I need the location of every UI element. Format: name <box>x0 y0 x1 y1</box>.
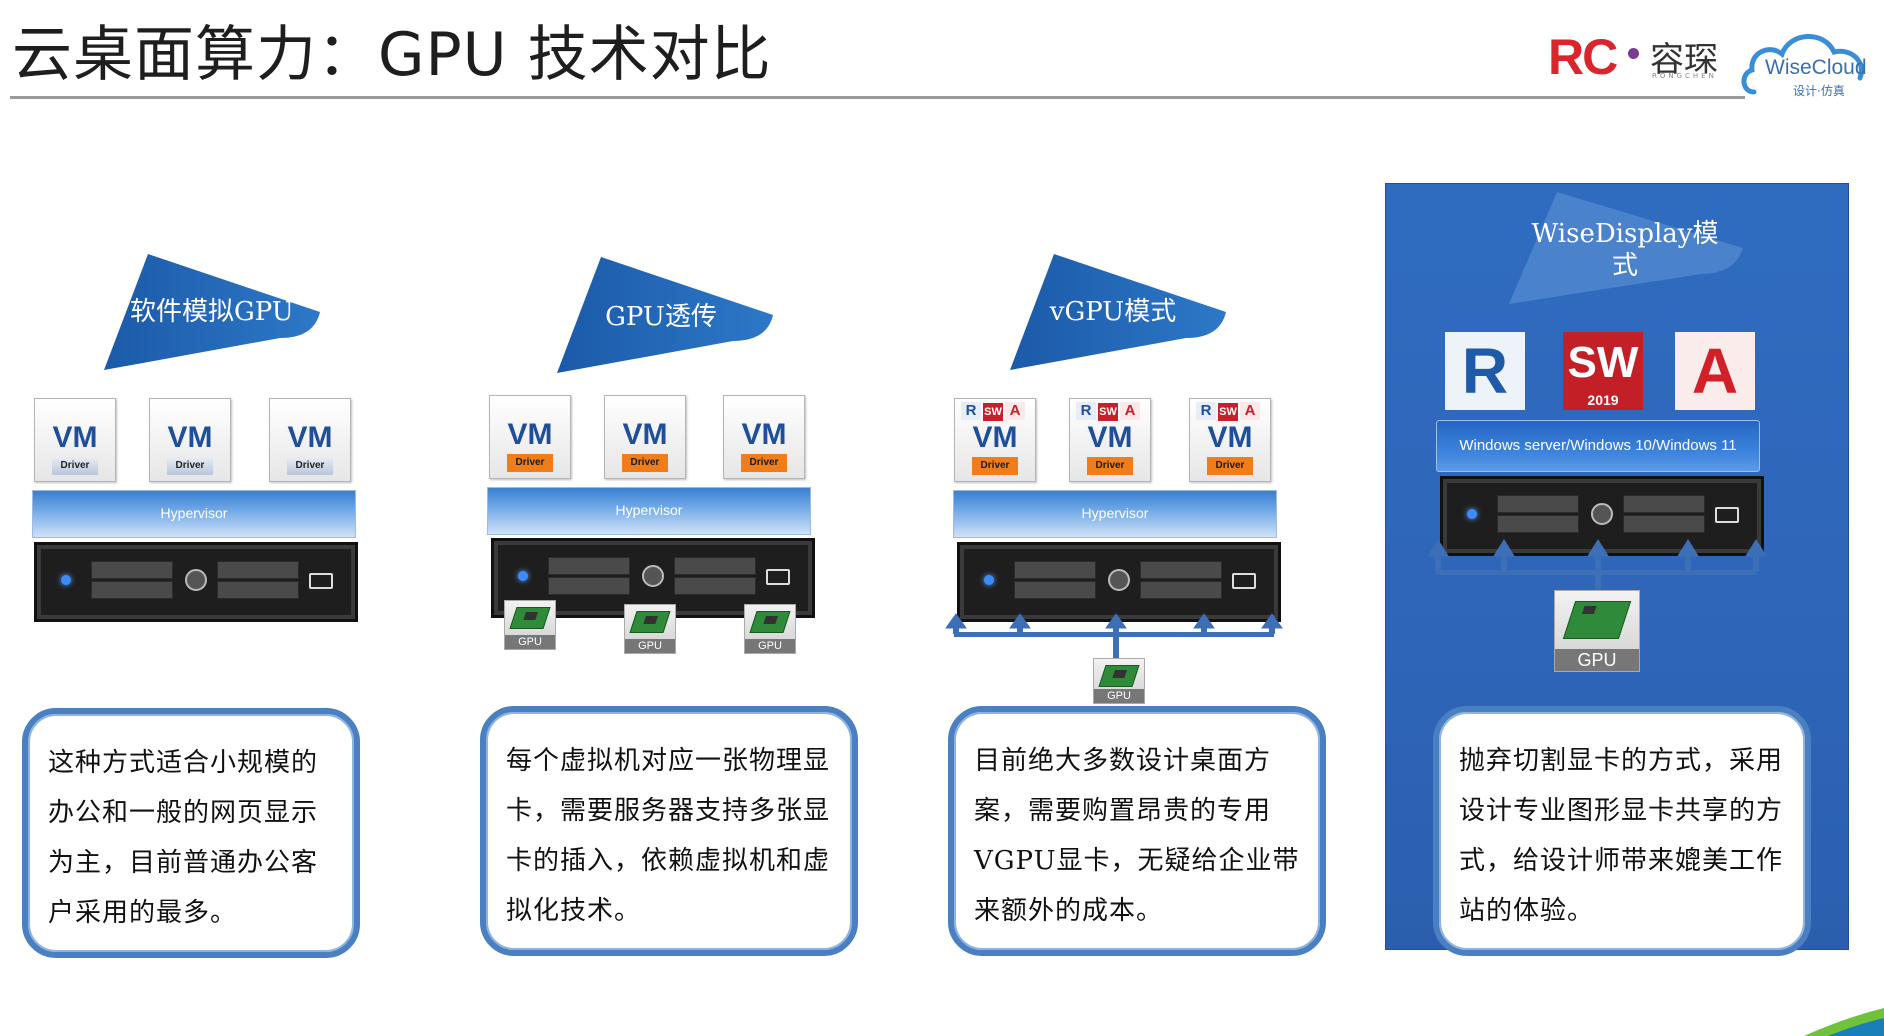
description-gpu-passthrough: 每个虚拟机对应一张物理显卡，需要服务器支持多张显卡的插入，依赖虚拟机和虚拟化技术… <box>480 706 858 956</box>
power-button-icon <box>185 569 207 591</box>
driver-label: Driver <box>507 454 553 472</box>
vm-label: VM <box>622 418 668 451</box>
revit-icon: R <box>961 402 981 420</box>
vm-label: VM <box>167 421 213 454</box>
power-button-icon <box>1591 503 1613 525</box>
revit-icon: R <box>1445 332 1525 410</box>
revit-icon: R <box>1076 402 1096 420</box>
heading-arrow-4 <box>1509 192 1743 304</box>
shared-bus-arrows <box>945 613 1283 668</box>
hypervisor-bar: Hypervisor <box>487 487 811 535</box>
shared-bus-arrows <box>1427 539 1767 596</box>
drive-slot-icon <box>766 569 790 585</box>
autocad-icon: A <box>1675 332 1755 410</box>
autocad-icon: A <box>1120 402 1140 420</box>
drive-slot-icon <box>1715 507 1739 523</box>
corner-accent <box>1804 1008 1884 1036</box>
heading-gpu-passthrough: GPU透传 <box>605 302 717 332</box>
description-wisedisplay: 抛弃切割显卡的方式，采用设计专业图形显卡共享的方式，给设计师带来媲美工作站的体验… <box>1433 706 1811 956</box>
vm-box: VM Driver <box>604 395 686 479</box>
autocad-icon: A <box>1005 402 1025 420</box>
os-bar: Windows server/Windows 10/Windows 11 <box>1436 420 1760 472</box>
vm-box: VM Driver <box>149 398 231 482</box>
power-button-icon <box>642 565 664 587</box>
server-chassis <box>1440 476 1764 556</box>
vm-label: VM <box>507 418 553 451</box>
autocad-icon: A <box>1240 402 1260 420</box>
description-vgpu-mode: 目前绝大多数设计桌面方案，需要购置昂贵的专用VGPU显卡，无疑给企业带来额外的成… <box>948 706 1326 956</box>
hypervisor-bar: Hypervisor <box>32 490 356 538</box>
vm-label: VM <box>972 421 1018 454</box>
driver-label: Driver <box>52 457 98 475</box>
solidworks-icon: SW 2019 <box>1563 332 1643 410</box>
vm-box: VM Driver <box>34 398 116 482</box>
drive-slot-icon <box>309 573 333 589</box>
solidworks-icon: SW <box>983 403 1003 421</box>
heading-arrow-1 <box>104 254 320 370</box>
description-software-gpu: 这种方式适合小规模的办公和一般的网页显示为主，目前普通办公客户采用的最多。 <box>22 708 360 958</box>
slide-title: 云桌面算力：GPU 技术对比 <box>12 20 772 90</box>
heading-arrow-3 <box>1010 254 1226 370</box>
heading-arrow-2 <box>557 257 773 373</box>
rc-logo-sub: RONGCHEN <box>1652 72 1717 80</box>
gpu-card-icon: GPU <box>1554 590 1640 672</box>
power-led-icon <box>1467 509 1477 519</box>
solidworks-icon: SW <box>1098 403 1118 421</box>
server-chassis <box>957 542 1281 622</box>
wisecloud-logo-name: WiseCloud <box>1765 56 1867 79</box>
gpu-card-icon: GPU <box>1093 658 1145 704</box>
title-divider <box>10 96 1745 99</box>
heading-wisedisplay-line2: 式 <box>1611 251 1638 281</box>
power-led-icon <box>518 571 528 581</box>
vm-box: VM Driver <box>269 398 351 482</box>
vm-box: VM Driver <box>723 395 805 479</box>
heading-wisedisplay-line1: WiseDisplay模 <box>1531 219 1719 249</box>
driver-label: Driver <box>622 454 668 472</box>
power-led-icon <box>61 575 71 585</box>
driver-label: Driver <box>1087 457 1133 475</box>
vm-label: VM <box>741 418 787 451</box>
rc-logo-name: 容琛 <box>1650 40 1718 80</box>
gpu-card-icon: GPU <box>744 604 796 654</box>
solidworks-icon: SW <box>1218 403 1238 421</box>
vm-label: VM <box>52 421 98 454</box>
vm-label: VM <box>1207 421 1253 454</box>
driver-label: Driver <box>287 457 333 475</box>
wisecloud-logo-sub: 设计·仿真 <box>1793 84 1845 98</box>
driver-label: Driver <box>1207 457 1253 475</box>
heading-software-gpu: 软件模拟GPU <box>130 297 294 327</box>
power-button-icon <box>1108 569 1130 591</box>
driver-label: Driver <box>167 457 213 475</box>
driver-label: Driver <box>972 457 1018 475</box>
gpu-card-icon: GPU <box>504 600 556 650</box>
gpu-card-icon: GPU <box>624 604 676 654</box>
vm-label: VM <box>287 421 333 454</box>
vm-label: VM <box>1087 421 1133 454</box>
rc-logo-dot <box>1628 48 1639 59</box>
driver-label: Driver <box>741 454 787 472</box>
cloud-icon <box>1741 34 1864 95</box>
power-led-icon <box>984 575 994 585</box>
revit-icon: R <box>1196 402 1216 420</box>
vm-box: VM Driver <box>489 395 571 479</box>
drive-slot-icon <box>1232 573 1256 589</box>
server-chassis <box>34 542 358 622</box>
heading-vgpu-mode: vGPU模式 <box>1049 297 1177 327</box>
hypervisor-bar: Hypervisor <box>953 490 1277 538</box>
rc-logo-mark: RC <box>1548 29 1618 85</box>
